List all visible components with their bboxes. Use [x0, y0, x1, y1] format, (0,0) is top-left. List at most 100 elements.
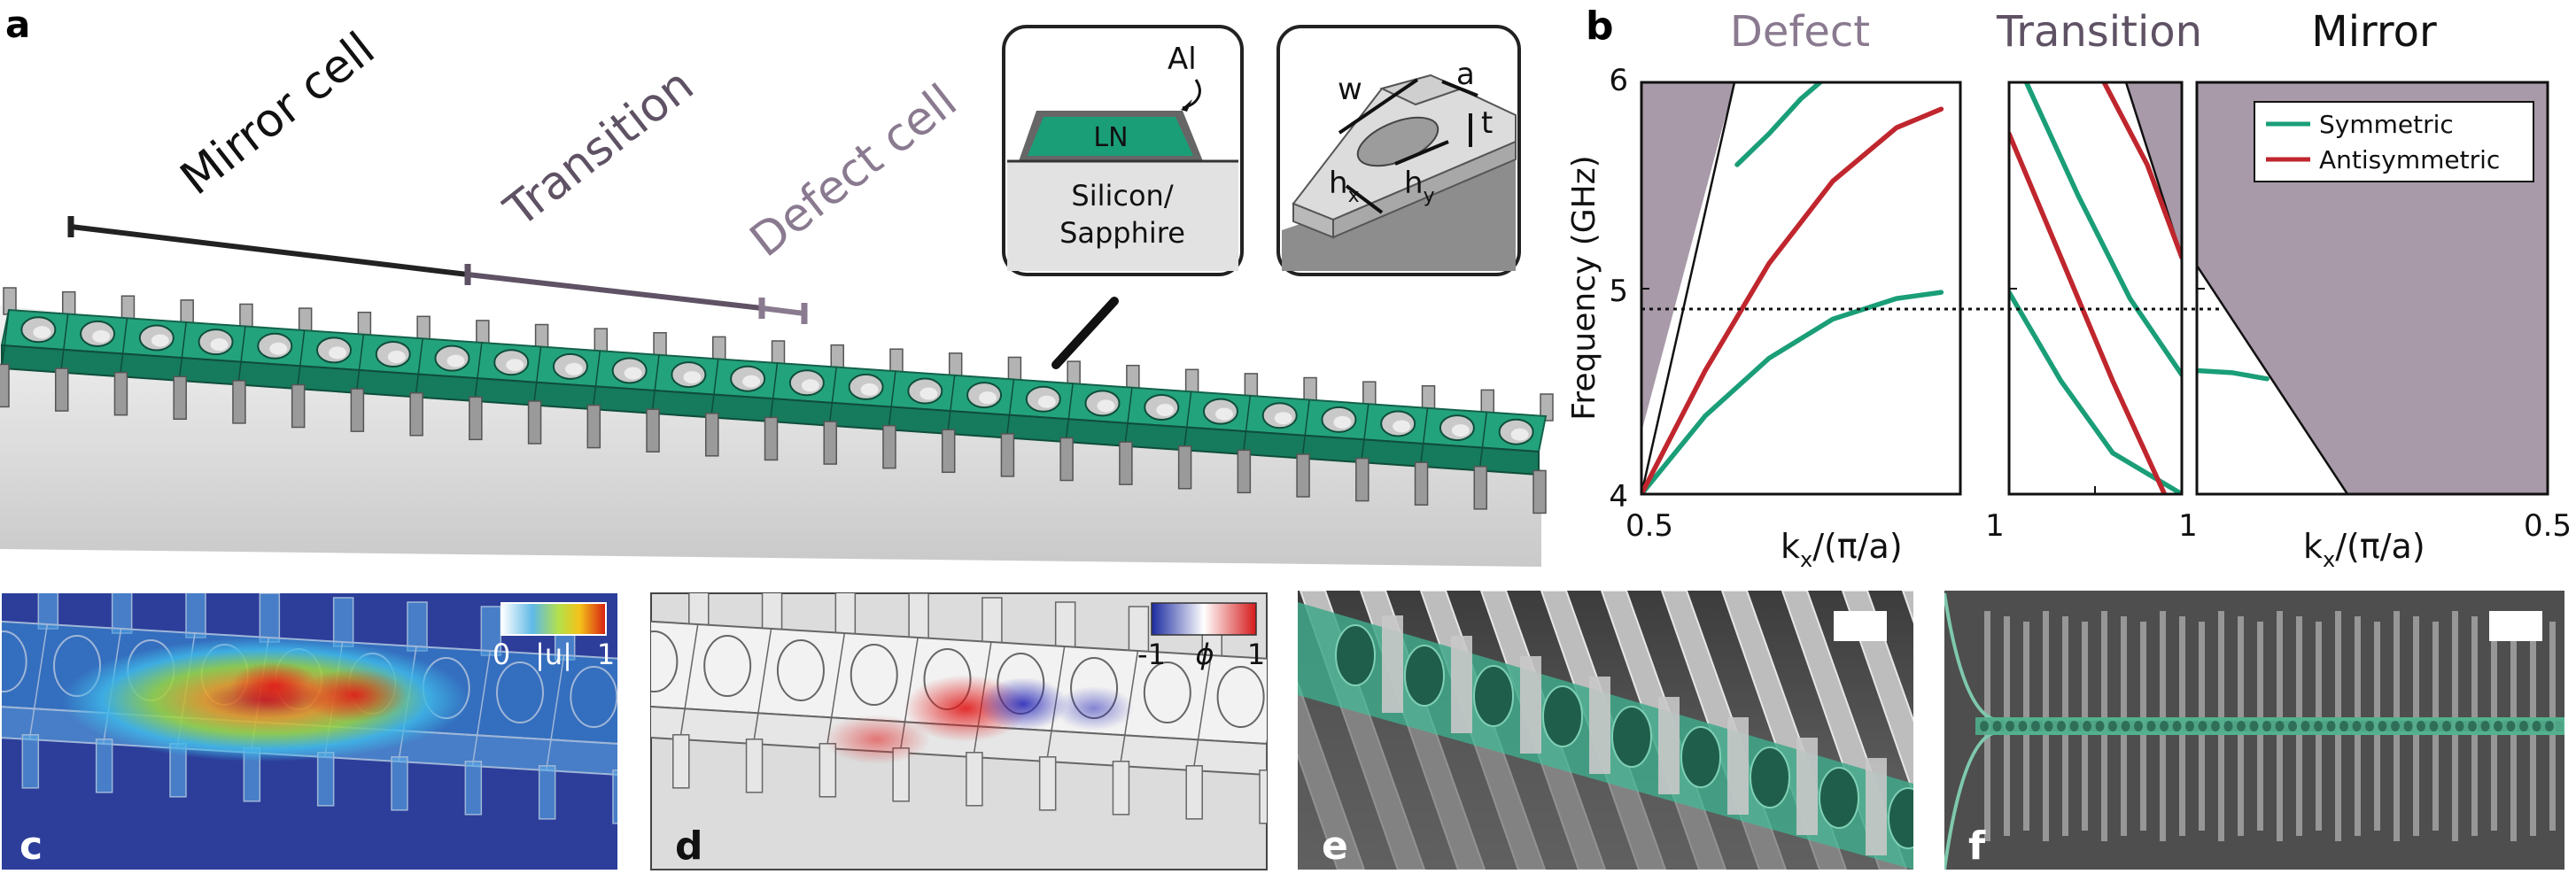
cell-hole — [496, 661, 544, 724]
hole-floor — [506, 359, 524, 372]
sem-hole — [2031, 721, 2040, 731]
cell-divider — [1124, 387, 1133, 446]
cell-divider — [679, 623, 699, 740]
tether-back — [834, 593, 857, 638]
sem-beam-shadow — [1298, 695, 1913, 870]
panel-e: e — [1298, 591, 1913, 870]
hole-floor — [329, 346, 347, 360]
sem-hole — [2417, 721, 2425, 731]
sem-hole — [2378, 721, 2387, 731]
sem-electrode — [1866, 758, 1887, 855]
sem-hole — [2146, 721, 2156, 731]
sem-hole — [2545, 721, 2554, 731]
tether-front — [966, 752, 983, 807]
sem-hole — [2326, 721, 2336, 731]
al-label: Al — [1168, 42, 1197, 77]
y-tick-5: 5 — [1609, 274, 1628, 309]
legend-symmetric: Symmetric — [2319, 110, 2454, 139]
cell-divider — [592, 351, 601, 410]
tether-front — [1038, 756, 1057, 811]
tether-front — [1119, 441, 1133, 485]
light-line-defect — [1641, 82, 1736, 494]
label-mirror-cell: Mirror cell — [171, 22, 384, 205]
cell-divider — [769, 362, 779, 422]
sem-hole — [2301, 721, 2310, 731]
cell-divider — [1419, 407, 1429, 467]
cell-hole — [703, 635, 752, 698]
sem-hole — [2095, 721, 2105, 731]
tether-front — [764, 416, 779, 461]
tether-front — [232, 380, 246, 424]
cell-hole — [1216, 666, 1265, 729]
series-transition-symmetric — [2009, 290, 2182, 494]
tether-front — [409, 392, 423, 437]
cell-hole — [570, 666, 617, 729]
tether-back — [407, 601, 428, 652]
hole-floor — [564, 362, 583, 375]
cell-divider — [1065, 383, 1074, 443]
tether-front — [391, 756, 408, 811]
cell-divider — [651, 354, 660, 414]
cell-divider — [1301, 399, 1310, 459]
tether-back — [1054, 601, 1076, 652]
sem-hole — [2069, 721, 2079, 731]
panel-c-field — [62, 638, 469, 762]
colorbar-c-label: |u| — [535, 638, 572, 671]
al-arrowhead — [1181, 99, 1192, 112]
sem-hole — [2262, 721, 2271, 731]
colorbar-c: 0 |u| 1 — [493, 602, 615, 671]
tether-back — [1276, 615, 1295, 664]
cell-hole — [651, 630, 679, 693]
cell-divider — [1192, 654, 1212, 771]
field-hotspot-1 — [301, 669, 407, 722]
sem-hole — [1992, 721, 2002, 731]
transition-region-bar — [467, 272, 763, 311]
tether-front — [941, 429, 956, 474]
sem-hole — [2237, 721, 2246, 731]
colorbar-d-max: 1 — [1247, 638, 1265, 671]
hole-floor — [1097, 399, 1115, 413]
sem-beam-e — [1298, 591, 1913, 870]
tether-back — [629, 615, 648, 664]
sem-hole — [2275, 721, 2285, 731]
sem-hole — [1335, 624, 1376, 686]
cell-divider — [752, 628, 772, 745]
cell-divider — [828, 367, 837, 426]
cell-divider — [1005, 379, 1015, 438]
sem-hole — [2006, 721, 2014, 731]
tether-front — [316, 752, 335, 807]
sem-hole — [1404, 645, 1445, 707]
tether-front — [612, 770, 617, 824]
phononic-beam — [0, 287, 1554, 514]
series-defect-symmetric — [1641, 290, 1944, 494]
sem-beam-f — [1944, 592, 2564, 870]
series-defect-symmetric — [1734, 82, 1823, 167]
cell-divider — [1183, 391, 1192, 451]
phase-negative — [979, 677, 1067, 731]
inset-cross-section: LN Al Silicon/ Sapphire — [1002, 25, 1244, 276]
section-title-transition: Transition — [1996, 7, 2202, 57]
tether-front — [0, 363, 10, 408]
cell-divider — [237, 326, 246, 385]
colorbar-d: -1 ϕ 1 — [1137, 602, 1265, 671]
hole-floor — [683, 371, 702, 384]
hole-floor — [1037, 395, 1056, 408]
band-structure-series — [1641, 82, 2270, 494]
dim-t: t — [1481, 105, 1493, 141]
panel-d-field — [824, 675, 1134, 764]
colorbar-c-bar — [500, 602, 607, 636]
cell-divider — [888, 371, 896, 430]
tether-back — [37, 593, 59, 630]
unit-cell-front — [1332, 140, 1517, 239]
substrate-label-2: Sapphire — [1059, 216, 1185, 250]
tether-back — [259, 593, 281, 643]
series-transition-antisymmetric — [2009, 131, 2168, 494]
panel-letter-e: e — [1322, 824, 1348, 869]
substrate-label-1: Silicon/ — [1071, 179, 1173, 213]
x-axis-label-mirror: kx/(π/a) — [2303, 527, 2425, 572]
cell-hole — [776, 639, 825, 702]
x-tick-mirror-0.5: 0.5 — [2524, 508, 2572, 544]
tether-front — [1185, 765, 1203, 820]
cell-divider — [1478, 412, 1488, 471]
cell-divider — [1242, 395, 1252, 455]
